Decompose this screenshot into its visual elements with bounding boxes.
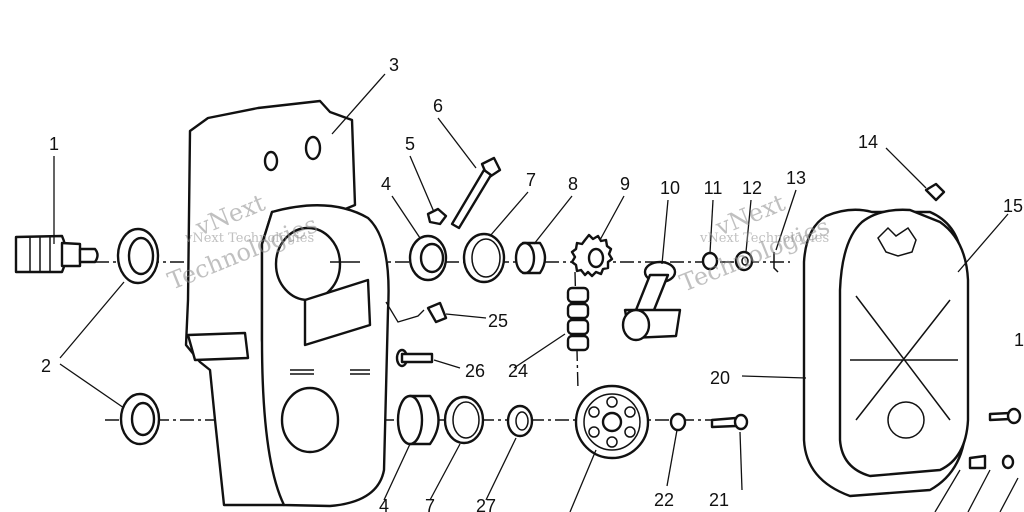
callout-5: 5 <box>405 134 415 154</box>
part-bearing-lower <box>396 394 440 446</box>
callout-2: 2 <box>41 356 51 376</box>
part-cover <box>838 208 970 478</box>
callout-24: 24 <box>508 361 528 381</box>
callout-4-lower: 4 <box>379 496 389 512</box>
callout-22: 22 <box>654 490 674 510</box>
callout-15: 15 <box>1003 196 1023 216</box>
part-spacer <box>734 250 754 272</box>
part-bearing-upper <box>408 234 448 282</box>
part-washer-lower <box>669 412 687 432</box>
part-sprocket-small <box>570 233 614 278</box>
part-ring-lower <box>443 395 485 445</box>
callout-7-lower: 7 <box>425 496 435 512</box>
part-cap <box>924 182 946 202</box>
part-tensioner <box>621 260 682 342</box>
part-ring-upper <box>462 232 506 284</box>
callout-12: 12 <box>742 178 762 198</box>
part-seal-upper <box>116 227 160 285</box>
callout-4-upper: 4 <box>381 174 391 194</box>
callout-8: 8 <box>568 174 578 194</box>
leader-lines <box>53 73 1019 512</box>
callout-1-right: 1 <box>1014 330 1024 350</box>
part-chaincase-housing <box>184 99 390 508</box>
watermark-left-line: vNext Technologies <box>184 231 314 246</box>
callout-10: 10 <box>660 178 680 198</box>
callout-3: 3 <box>389 55 399 75</box>
callout-21: 21 <box>709 490 729 510</box>
part-bolt-lower <box>710 413 749 431</box>
part-bushing <box>514 241 547 275</box>
part-bolts-right <box>968 407 1022 470</box>
callout-26: 26 <box>465 361 485 381</box>
part-shaft <box>14 234 99 274</box>
part-cotter-pin <box>773 252 779 273</box>
watermark-right-line: vNext Technologies <box>699 231 829 246</box>
part-seal-lower <box>119 392 161 446</box>
part-bolt <box>450 156 502 230</box>
callout-13: 13 <box>786 168 806 188</box>
callout-11: 11 <box>704 178 723 198</box>
callout-25: 25 <box>488 311 508 331</box>
callout-7-upper: 7 <box>526 170 536 190</box>
part-bushing-lower <box>506 404 534 438</box>
callout-6: 6 <box>433 96 443 116</box>
callout-9: 9 <box>620 174 630 194</box>
part-chain <box>566 286 590 352</box>
callout-20: 20 <box>710 368 730 388</box>
callout-1: 1 <box>49 134 59 154</box>
part-nut <box>426 207 448 226</box>
part-pin <box>395 348 434 368</box>
callout-14: 14 <box>858 132 878 152</box>
part-screw <box>426 301 448 324</box>
part-sprocket-large <box>574 384 650 460</box>
callout-27: 27 <box>476 496 496 512</box>
